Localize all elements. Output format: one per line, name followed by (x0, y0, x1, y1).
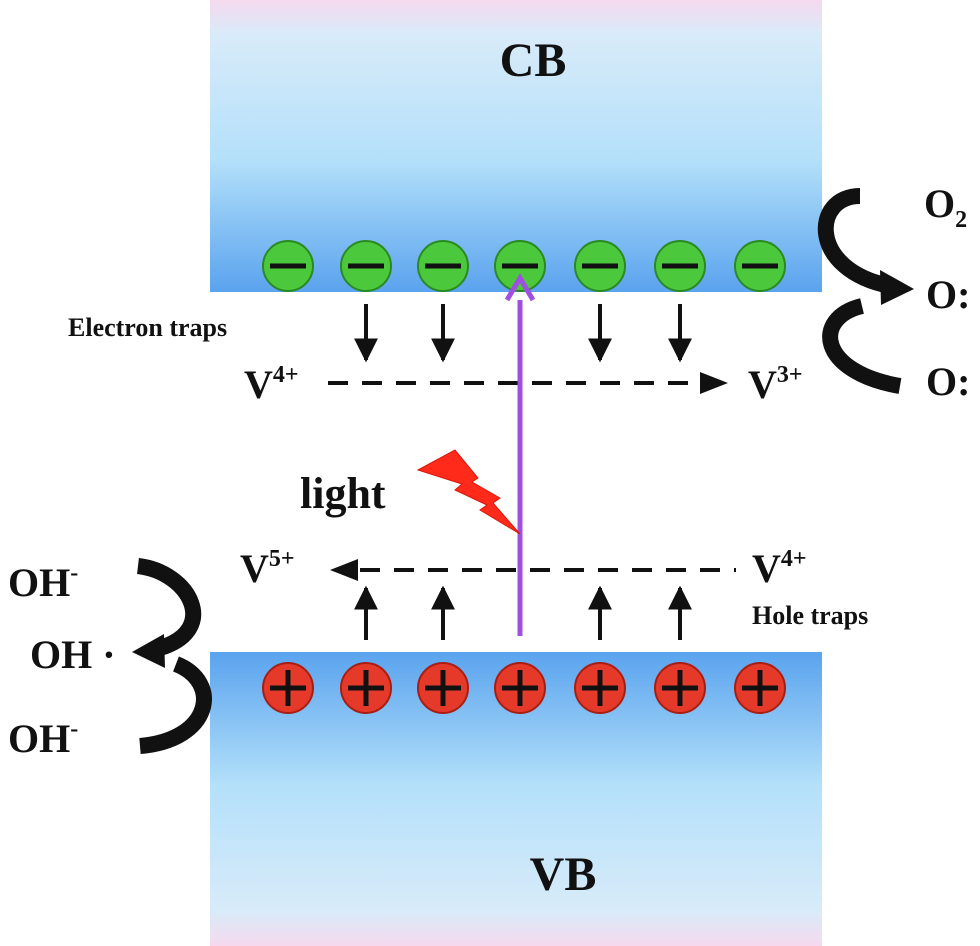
electron-icon (734, 240, 786, 292)
hole-icon (262, 662, 314, 714)
electron-traps-label: Electron traps (68, 313, 227, 342)
electron-icon (654, 240, 706, 292)
curved-arrow-head (880, 270, 914, 305)
curved-arrow-icon (139, 656, 212, 754)
excitation-arrowhead (504, 273, 536, 302)
hole-trap-to-state: V5+ (240, 546, 295, 591)
electron-trap-from-state: V4+ (244, 362, 299, 407)
hole-trap-arrows (354, 585, 692, 640)
valence-band-label: VB (530, 848, 597, 901)
hole-icon (734, 662, 786, 714)
hole-icon (417, 662, 469, 714)
curved-arrow-head (132, 634, 165, 668)
electron-trap-to-state: V3+ (748, 362, 803, 407)
hole-icon (654, 662, 706, 714)
hole-icon (574, 662, 626, 714)
hole-trap-from-state: V4+ (752, 546, 807, 591)
conduction-band-label: CB (500, 34, 567, 87)
hole-row (262, 662, 786, 714)
reduction-species-o-radical-1: O: (926, 272, 970, 317)
lightning-bolt-icon (416, 449, 521, 535)
electron-icon (262, 240, 314, 292)
electron-trap-arrows (354, 304, 692, 363)
curved-arrow-icon (822, 298, 902, 394)
light-label: light (300, 469, 386, 518)
hole-icon (494, 662, 546, 714)
electron-icon (494, 240, 546, 292)
electron-icon (574, 240, 626, 292)
reduction-curved-arrows (817, 188, 914, 394)
curved-arrow-icon (136, 558, 201, 656)
hole-trap-arrowhead (330, 559, 358, 581)
electron-row (262, 240, 786, 292)
reduction-species-o-radical-2: O: (926, 359, 970, 404)
oxidation-species-oh-1: OH- (8, 560, 78, 605)
electron-icon (340, 240, 392, 292)
curved-arrow-icon (817, 188, 892, 294)
electron-trap-arrowhead (700, 372, 728, 394)
oxidation-species-oh-radical: OH · (30, 632, 116, 677)
electron-icon (417, 240, 469, 292)
reduction-species-o2: O2 (924, 181, 967, 233)
hole-traps-label: Hole traps (752, 601, 868, 630)
oxidation-species-oh-2: OH- (8, 716, 78, 761)
hole-icon (340, 662, 392, 714)
oxidation-curved-arrows (132, 558, 212, 754)
